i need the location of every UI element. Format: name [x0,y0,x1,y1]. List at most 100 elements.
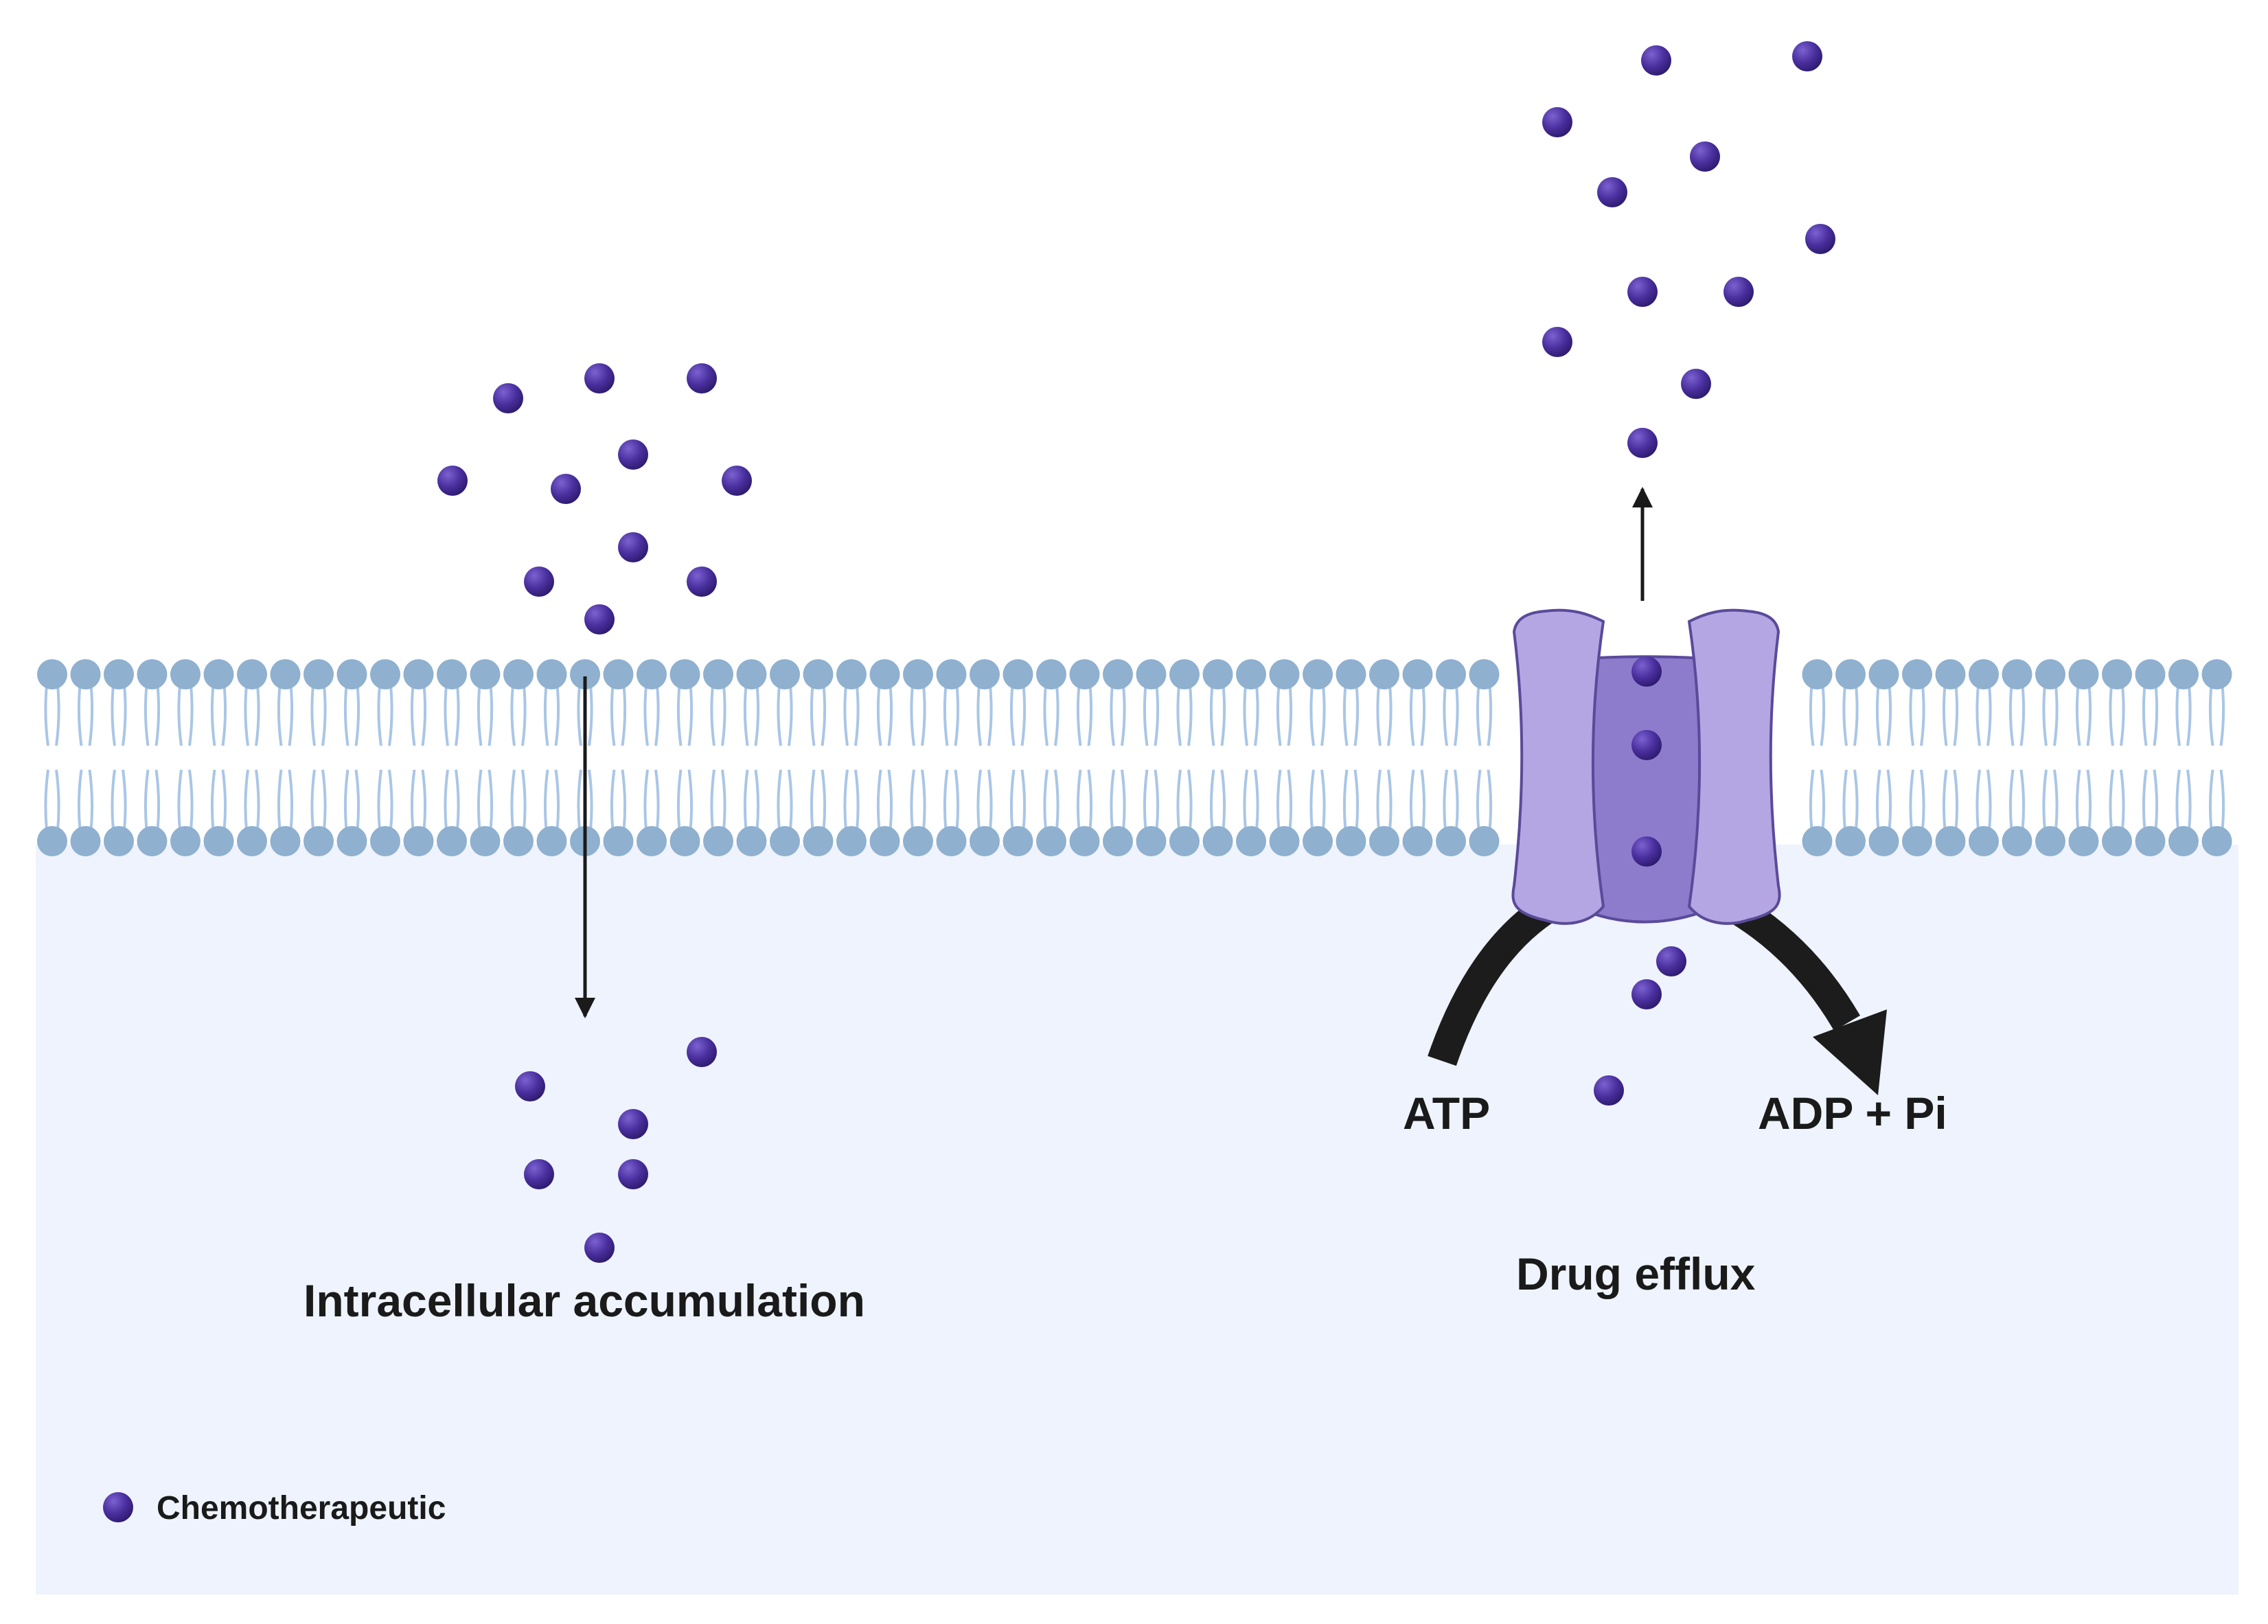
lipid-tail [310,769,327,831]
lipid-tail [177,685,194,746]
chemotherapeutic-molecule-icon [1631,730,1662,760]
lipid-head [1436,659,1466,689]
chemotherapeutic-molecule-icon [437,466,468,496]
effluxed-drug-group [1542,41,1835,458]
lipid-head [1868,826,1899,856]
lipid-tail [111,685,127,746]
lipid-tail [1009,769,1027,831]
lipid-tail [1076,769,1093,831]
lipid-head [237,826,267,856]
drug-efflux-label: Drug efflux [1516,1248,1756,1299]
chemotherapeutic-molecule-icon [1805,224,1835,254]
lipid-head [536,659,567,689]
chemotherapeutic-molecule-icon [524,567,554,597]
chemotherapeutic-molecule-icon [493,383,523,413]
lipid-tail [1842,769,1859,831]
lipid-head [1369,826,1399,856]
lipid-tail [1243,769,1259,831]
lipid-tail [710,685,726,746]
lipid-head [770,826,800,856]
lipid-head [1969,826,1999,856]
lipid-head [1269,826,1300,856]
atp-label: ATP [1403,1088,1490,1139]
lipid-head [437,826,467,856]
lipid-head [1069,659,1100,689]
lipid-tail [710,769,726,831]
chemotherapeutic-molecule-icon [1597,177,1627,207]
lipid-tail [343,769,360,831]
legend: Chemotherapeutic [103,1490,446,1526]
lipid-tail [277,685,294,746]
lipid-head [437,659,467,689]
intracellular-drug-group [515,1037,717,1263]
lipid-tail [1243,685,1259,746]
lipid-head [1236,826,1266,856]
lipid-tail [510,685,527,746]
lipid-tail [643,685,660,746]
lipid-tail [2109,685,2125,746]
chemotherapeutic-molecule-icon [1631,836,1662,867]
lipid-head [1269,659,1300,689]
lipid-tail [676,769,694,831]
efflux-pump-icon [1511,608,1781,925]
lipid-tail [1875,769,1892,831]
lipid-head [403,659,434,689]
lipid-tail [1409,685,1426,746]
lipid-head [370,659,400,689]
chemotherapeutic-molecule-icon [1631,979,1662,1009]
lipid-head [2035,659,2065,689]
lipid-head [936,659,967,689]
lipid-tail [177,769,194,831]
lipid-tail [1975,685,1992,746]
chemotherapeutic-molecule-icon [551,474,581,504]
lipid-tail [2175,685,2192,746]
lipid-tail [111,769,127,831]
lipid-tail [2175,769,2192,831]
lipid-tail [144,769,161,831]
lipid-head [170,826,201,856]
chemotherapeutic-molecule-icon [1690,141,1720,172]
lipid-head [1169,659,1200,689]
lipid-head [703,826,733,856]
lipid-tail [1809,769,1826,831]
lipid-tail [1443,769,1459,831]
lipid-head [869,826,900,856]
lipid-head [1469,659,1500,689]
lipid-head [1202,826,1233,856]
lipid-head [470,659,501,689]
lipid-tail [610,769,627,831]
chemotherapeutic-molecule-icon [1723,277,1754,307]
lipid-head [570,659,600,689]
chemotherapeutic-molecule-icon [584,363,615,393]
chemotherapeutic-molecule-icon [618,1159,648,1189]
lipid-head [1969,659,1999,689]
lipid-tail [1309,685,1326,746]
lipid-head [2201,826,2232,856]
lipid-head [2168,659,2199,689]
lipid-tail [377,769,393,831]
lipid-tail [343,685,360,746]
lipid-head [1069,826,1100,856]
lipid-head [1402,659,1433,689]
lipid-head [2168,826,2199,856]
lipid-tail [910,685,926,746]
lipid-head [70,659,101,689]
lipid-head [936,826,967,856]
lipid-tail [2042,769,2059,831]
lipid-tail [2142,685,2159,746]
lipid-head [1402,826,1433,856]
chemotherapeutic-molecule-icon [584,604,615,634]
lipid-tail [1975,769,1992,831]
lipid-tail [1942,769,1959,831]
chemotherapeutic-molecule-icon [687,363,717,393]
lipid-head [1336,826,1366,856]
legend-label: Chemotherapeutic [157,1490,446,1526]
chemotherapeutic-molecule-icon [584,1233,615,1263]
lipid-head [1336,659,1366,689]
lipid-tail [543,769,560,831]
extracellular-drug-group [437,363,752,634]
lipid-head [803,659,834,689]
lipid-tail [477,769,494,831]
adp-pi-label: ADP + Pi [1758,1088,1947,1139]
lipid-tail [743,769,760,831]
